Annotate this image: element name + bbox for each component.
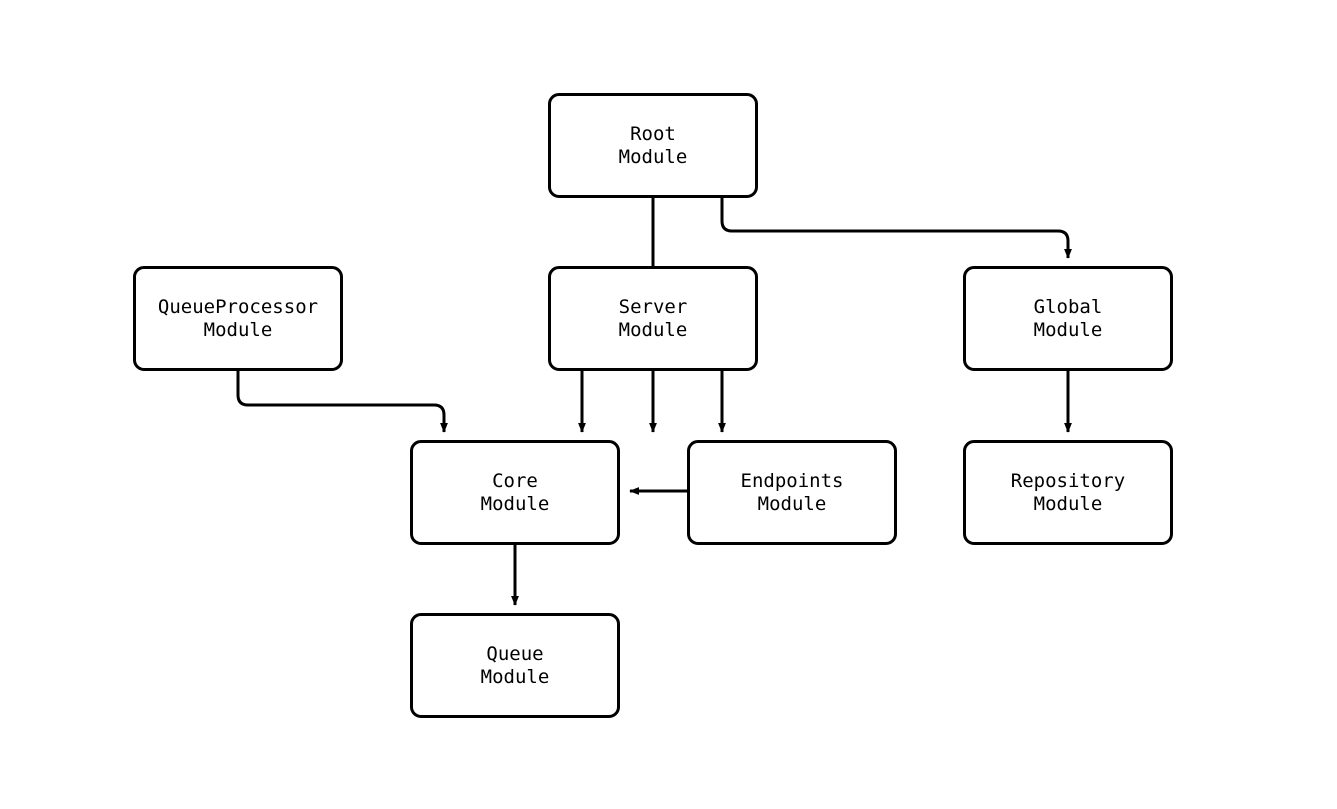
node-core-module-line2: Module xyxy=(480,492,550,515)
node-global-module[interactable]: Global Module xyxy=(963,266,1173,371)
node-repository-module[interactable]: Repository Module xyxy=(963,440,1173,545)
node-queue-module[interactable]: Queue Module xyxy=(410,613,620,718)
node-endpoints-module-line1: Endpoints xyxy=(740,469,844,492)
node-queueprocessor-module[interactable]: QueueProcessor Module xyxy=(133,266,343,371)
node-server-module[interactable]: Server Module xyxy=(548,266,758,371)
node-queueprocessor-module-line2: Module xyxy=(203,318,273,341)
node-endpoints-module[interactable]: Endpoints Module xyxy=(687,440,897,545)
node-server-module-line2: Module xyxy=(618,318,688,341)
node-root-module-line2: Module xyxy=(618,145,688,168)
node-core-module[interactable]: Core Module xyxy=(410,440,620,545)
node-core-module-line1: Core xyxy=(492,469,538,492)
node-root-module[interactable]: Root Module xyxy=(548,93,758,198)
node-queue-module-line1: Queue xyxy=(486,642,544,665)
node-root-module-line1: Root xyxy=(630,122,676,145)
node-queue-module-line2: Module xyxy=(480,665,550,688)
edge-queueprocessor-to-core xyxy=(236,371,448,433)
node-repository-module-line2: Module xyxy=(1033,492,1103,515)
node-global-module-line1: Global xyxy=(1033,295,1103,318)
edge-root-to-global xyxy=(720,198,1072,259)
node-queueprocessor-module-line1: QueueProcessor xyxy=(157,295,319,318)
node-server-module-line1: Server xyxy=(618,295,688,318)
node-repository-module-line1: Repository xyxy=(1010,469,1126,492)
node-global-module-line2: Module xyxy=(1033,318,1103,341)
node-endpoints-module-line2: Module xyxy=(757,492,827,515)
